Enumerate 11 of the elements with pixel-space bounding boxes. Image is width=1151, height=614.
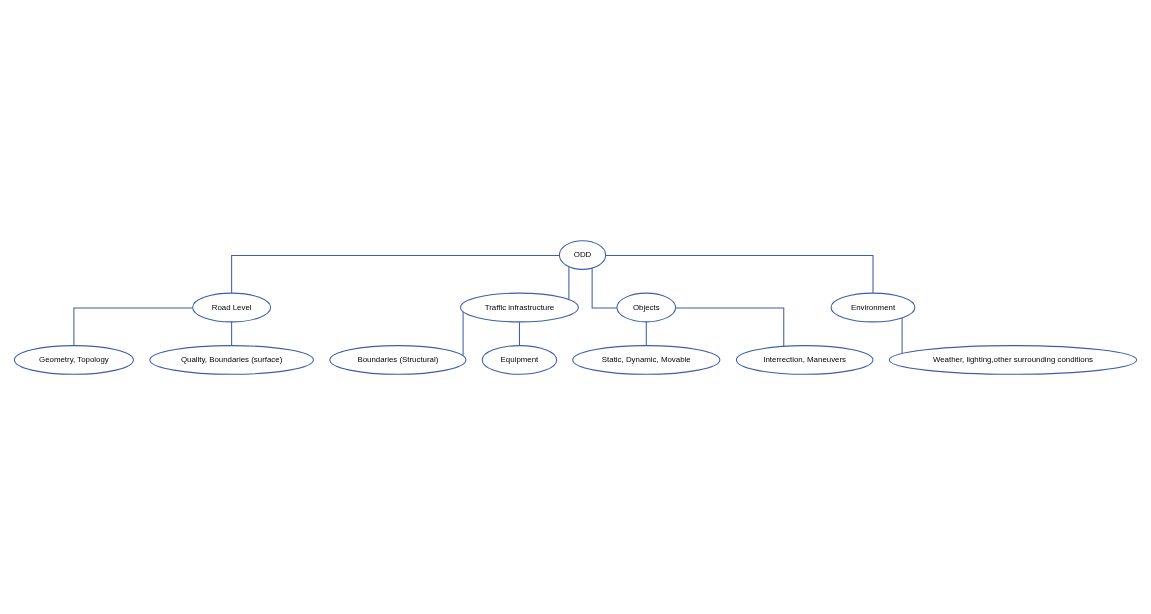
connector xyxy=(518,321,520,346)
connector xyxy=(462,310,464,356)
connector xyxy=(568,265,570,300)
connector xyxy=(73,306,193,346)
connector xyxy=(675,306,785,347)
connector xyxy=(591,267,618,309)
connector xyxy=(901,316,903,354)
connector xyxy=(231,254,560,294)
connector xyxy=(231,321,233,346)
connector xyxy=(605,254,874,294)
connector xyxy=(645,321,647,346)
